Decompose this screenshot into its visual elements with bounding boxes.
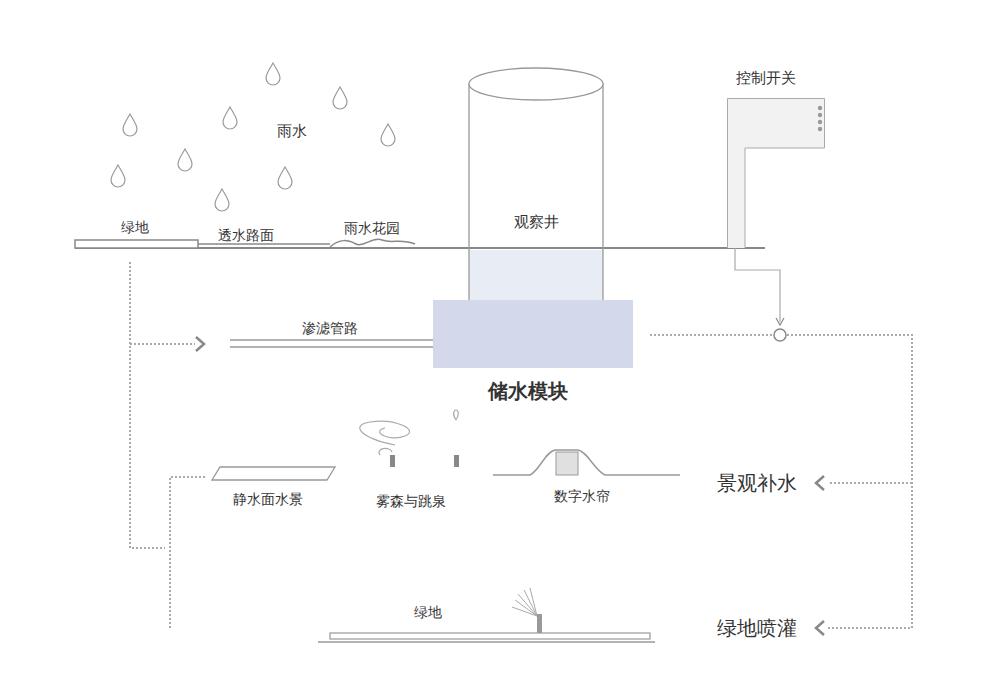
- green-slab: [75, 240, 198, 248]
- pipe-label: 渗滤管路: [302, 320, 358, 338]
- permeable-pavement: [198, 243, 330, 245]
- water-curtain: [493, 450, 680, 475]
- still-water: [212, 467, 335, 480]
- switch-outline: [727, 98, 825, 248]
- dotted-flow: [130, 262, 912, 628]
- raindrops: [111, 63, 395, 211]
- pipe: [230, 346, 433, 347]
- control-switch: 控制开关: [727, 98, 825, 248]
- green-label: 绿地: [121, 219, 149, 237]
- water-curtain-label: 数字水帘: [554, 488, 610, 506]
- still-water-label: 静水面水景: [233, 491, 303, 509]
- sprinkler: [512, 588, 542, 633]
- control-wire: [735, 248, 780, 322]
- observation-well: 观察井: [469, 100, 603, 250]
- landscape-refill-label: 景观补水: [717, 470, 797, 497]
- pavement-label: 透水路面: [218, 227, 274, 245]
- mist-fountain-label: 雾森与跳泉: [376, 493, 446, 511]
- pipe: [230, 339, 433, 340]
- control-arrow: [776, 318, 784, 325]
- irrigation-label: 绿地喷灌: [717, 615, 797, 642]
- chevrons: [196, 337, 824, 635]
- green-slab: [330, 633, 650, 639]
- node-text: 控制开关: [736, 69, 796, 88]
- rain-label: 雨水: [277, 122, 307, 141]
- valve: [774, 329, 786, 341]
- ground-line: [318, 641, 655, 643]
- green-label: 绿地: [414, 604, 442, 622]
- node-text: 储水模块: [488, 378, 568, 405]
- node-text: 观察井: [514, 213, 559, 232]
- rain-garden: [330, 239, 415, 247]
- well-cylinder: [469, 68, 603, 300]
- mist-fountain: [360, 410, 459, 467]
- rain-garden-label: 雨水花园: [344, 220, 400, 238]
- storage-module: 储水模块: [433, 300, 633, 368]
